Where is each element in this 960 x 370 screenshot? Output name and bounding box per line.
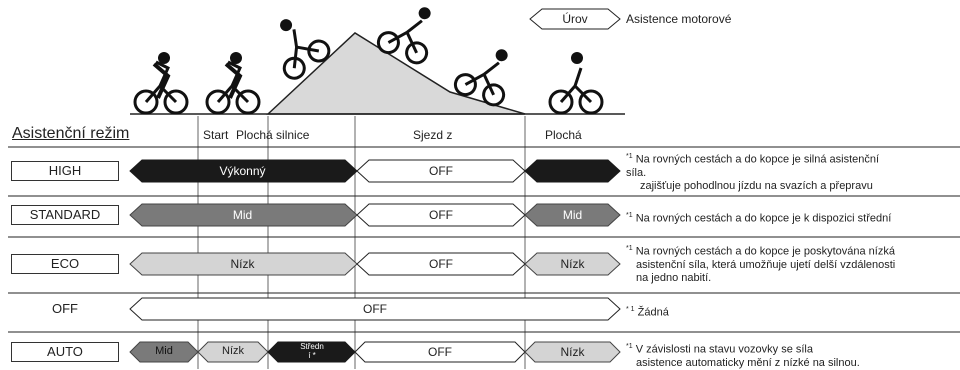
column-header-flat-2: Plochá xyxy=(545,128,582,142)
standard-segment-label-3: Mid xyxy=(562,208,583,222)
high-segment-label-2: OFF xyxy=(429,164,453,178)
off-note-mark: * 1 xyxy=(626,306,635,313)
standard-row-arrows xyxy=(129,203,621,227)
cyclist-icon-6 xyxy=(548,52,604,115)
off-segment-label: OFF xyxy=(363,302,387,316)
eco-note-mark: *1 xyxy=(626,245,633,252)
auto-segment-label-3-sub: í * xyxy=(308,351,316,360)
eco-note-line-1: Na rovných cestách a do kopce je poskyto… xyxy=(635,245,895,258)
off-note-line-1: Žádná xyxy=(637,306,669,319)
section-title: Asistenční režim xyxy=(12,125,130,142)
eco-note: *1 Na rovných cestách a do kopce je posk… xyxy=(626,242,895,285)
high-note: *1 Na rovných cestách a do kopce je siln… xyxy=(626,150,879,193)
high-note-mark: *1 xyxy=(626,153,633,160)
auto-segment-label-3-main: Středn xyxy=(300,342,324,351)
eco-row-arrows xyxy=(129,252,621,276)
auto-segment-label-3: Středn í * xyxy=(280,342,344,360)
legend-arrow-shape xyxy=(529,8,621,30)
standard-note-line-1: Na rovných cestách a do kopce je k dispo… xyxy=(635,212,892,225)
cyclist-icon-2 xyxy=(205,52,261,115)
mode-label-auto: AUTO xyxy=(11,342,119,362)
auto-note-line-2: asistence automaticky mění z nízké na si… xyxy=(636,356,860,369)
auto-segment-label-5: Nízk xyxy=(560,345,585,359)
mode-label-high: HIGH xyxy=(11,161,119,181)
column-header-downhill: Sjezd z xyxy=(413,128,453,142)
standard-note: *1 Na rovných cestách a do kopce je k di… xyxy=(626,209,891,226)
high-note-line-1: Na rovných cestách a do kopce je silná a… xyxy=(635,153,880,166)
column-header-start: Start xyxy=(203,128,229,142)
high-note-line-2: síla. xyxy=(626,166,647,179)
eco-segment-label-3: Nízk xyxy=(560,257,585,271)
legend-box-label: Úrov xyxy=(562,12,588,26)
auto-note: *1 V závislosti na stavu vozovky se síla… xyxy=(626,340,860,370)
auto-segment-label-4: OFF xyxy=(428,345,452,359)
mode-label-eco: ECO xyxy=(11,254,119,274)
standard-segment-label-1: Mid xyxy=(232,208,253,222)
eco-segment-label-1: Nízk xyxy=(230,257,255,271)
cyclist-icon-1 xyxy=(133,52,189,115)
high-segment-label-1: Výkonný xyxy=(219,164,266,178)
standard-segment-label-2: OFF xyxy=(429,208,453,222)
cyclist-icon-5 xyxy=(453,49,508,107)
eco-note-line-3: na jedno nabití. xyxy=(636,271,712,284)
cyclist-icon-3 xyxy=(280,19,331,80)
column-header-flat: Plochá silnice xyxy=(236,128,310,142)
auto-note-mark: *1 xyxy=(626,343,633,350)
off-note: * 1 Žádná xyxy=(626,303,669,320)
high-note-line-3: zajišťuje pohodlnou jízdu na svazích a p… xyxy=(640,179,873,192)
column-guides xyxy=(197,116,526,369)
row-separators xyxy=(8,146,960,333)
eco-segment-label-2: OFF xyxy=(429,257,453,271)
auto-note-line-1: V závislosti na stavu vozovky se síla xyxy=(635,343,813,356)
mode-label-off: OFF xyxy=(52,301,78,316)
auto-row-arrows xyxy=(129,341,621,363)
auto-segment-label-1: Mid xyxy=(155,345,173,357)
high-row-arrows xyxy=(129,159,621,183)
auto-segment-label-2: Nízk xyxy=(222,345,244,357)
off-row-arrows xyxy=(129,297,621,321)
standard-note-mark: *1 xyxy=(626,212,633,219)
eco-note-line-2: asistenční síla, která umožňuje ujetí de… xyxy=(636,258,896,271)
legend-caption: Asistence motorové xyxy=(626,12,732,26)
cyclist-icon-4 xyxy=(376,7,431,65)
mode-label-standard: STANDARD xyxy=(11,205,119,225)
